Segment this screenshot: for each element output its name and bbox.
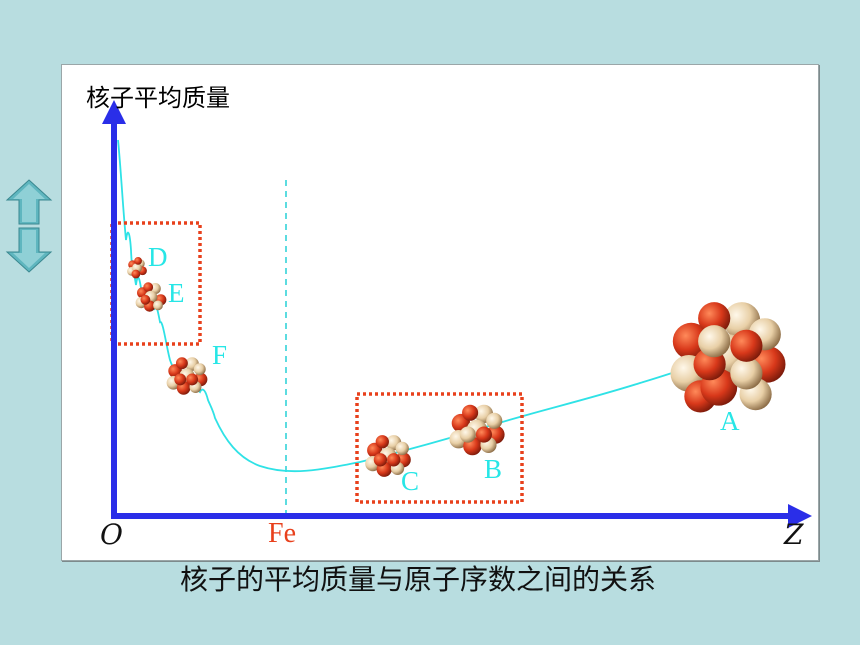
- nucleus-c: [365, 435, 411, 477]
- de-highlight-box: [110, 221, 202, 346]
- cb-highlight-box: [355, 392, 524, 504]
- diagram-panel: [61, 64, 819, 561]
- nucleus-f: [166, 357, 208, 395]
- nucleus-b: [449, 404, 505, 456]
- nucleus-d: [127, 257, 147, 279]
- origin-label: O: [100, 518, 123, 551]
- x-axis-label: Z: [784, 518, 804, 551]
- nav-arrows[interactable]: [5, 178, 53, 274]
- down-arrow-icon[interactable]: [5, 227, 53, 273]
- point-label-c: C: [401, 466, 420, 496]
- up-arrow-icon[interactable]: [5, 179, 53, 225]
- nucleus-e: [135, 282, 167, 312]
- y-axis-label: 核子平均质量: [86, 84, 230, 112]
- point-label-d: D: [148, 242, 168, 272]
- point-label-a: A: [720, 406, 740, 436]
- figure-caption: 核子的平均质量与原子序数之间的关系: [0, 560, 860, 600]
- fe-label: Fe: [268, 518, 296, 549]
- point-label-f: F: [212, 340, 228, 370]
- point-label-e: E: [168, 278, 185, 308]
- nucleus-a: [670, 302, 786, 413]
- binding-curve: [117, 139, 781, 473]
- point-label-b: B: [484, 454, 503, 484]
- caption-text: 核子的平均质量与原子序数之间的关系: [179, 563, 656, 596]
